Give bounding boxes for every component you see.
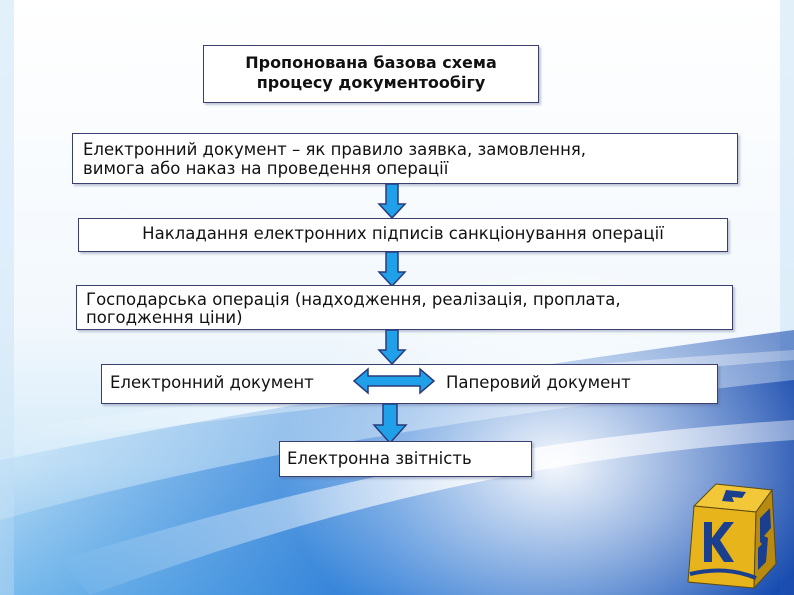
step-business-operation-line-2: погодження ціни) [86,308,243,327]
step-electronic-document-box: Електронний документ – як правило заявка… [72,133,738,184]
diagram-title-line-2: процесу документообігу [256,73,486,92]
step-signatures-text: Накладання електронних підписів санкціон… [142,224,664,243]
step-business-operation-line-1: Господарська операція (надходження, реал… [86,290,621,309]
diagram-title-box: Пропонована базова схема процесу докумен… [203,45,539,103]
double-arrow-icon [352,367,436,395]
step-document-forms-box: Електронний документ Паперовий документ [101,364,718,404]
down-arrow-3 [377,329,407,366]
diagram-title-line-1: Пропонована базова схема [245,53,497,72]
down-arrow-2 [377,251,407,288]
step-business-operation-box: Господарська операція (надходження, реал… [76,285,733,330]
step-signatures-box: Накладання електронних підписів санкціон… [78,218,728,252]
paper-document-label: Паперовий документ [446,373,631,392]
down-arrow-1 [377,183,407,220]
step-electronic-document-line-2: вимога або наказ на проведення операції [83,159,449,178]
down-arrow-4 [372,403,408,445]
step-electronic-reporting-text: Електронна звітність [287,449,472,468]
electronic-document-label: Електронний документ [110,373,314,392]
step-electronic-document-line-1: Електронний документ – як правило заявка… [83,140,587,159]
step-electronic-reporting-box: Електронна звітність [279,441,532,477]
cube-logo [687,483,777,590]
